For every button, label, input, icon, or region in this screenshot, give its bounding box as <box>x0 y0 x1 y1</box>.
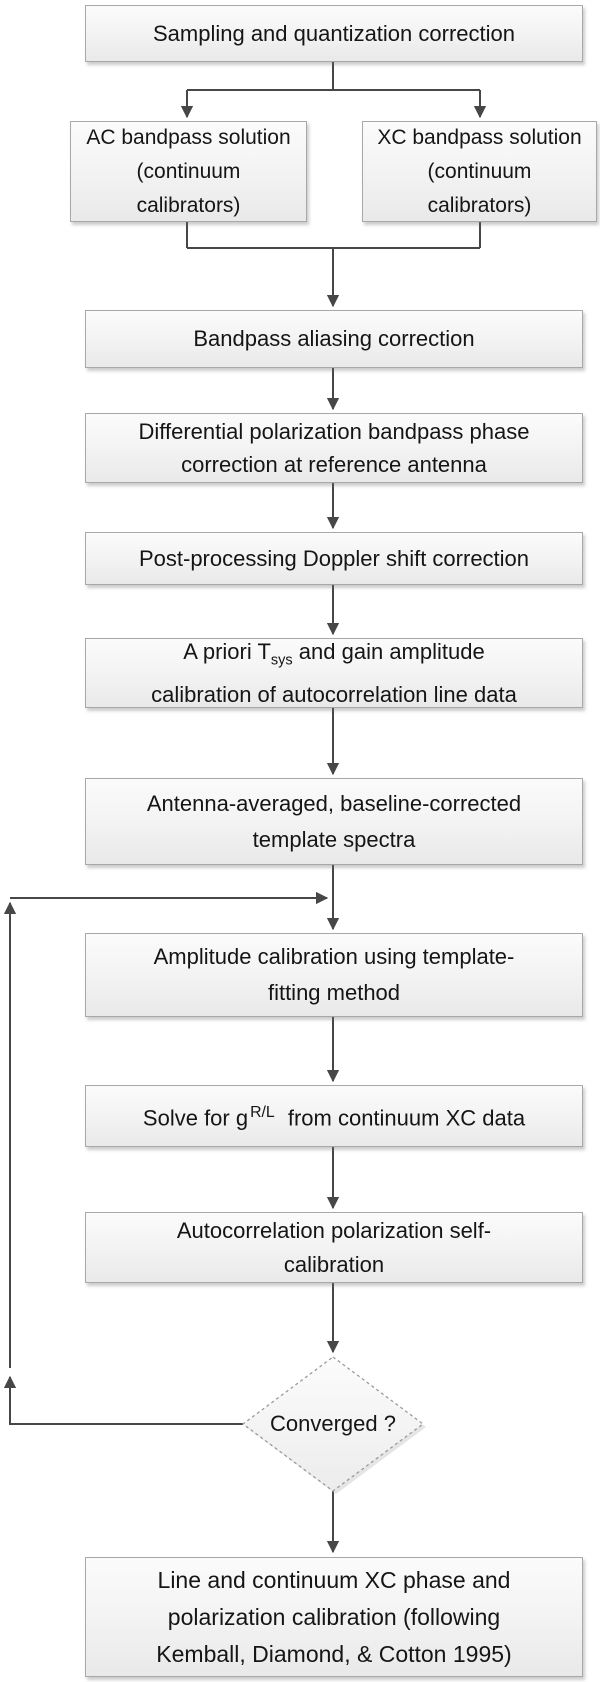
node-label-line1: A priori Tsys and gain amplitude <box>183 635 484 677</box>
node-label: Autocorrelation polarization self- <box>176 1217 492 1243</box>
apriori-post: and gain amplitude <box>292 639 485 665</box>
node-differential-polarization: Differential polarization bandpass phase… <box>85 413 583 483</box>
node-label: polarization calibration (following <box>167 1603 501 1630</box>
node-autocorrelation-selfcal: Autocorrelation polarization self- calib… <box>85 1212 583 1283</box>
node-label: calibrators) <box>136 193 241 217</box>
node-sampling-quantization: Sampling and quantization correction <box>85 5 583 62</box>
gain-superscript: R/L <box>250 1104 275 1122</box>
apriori-pre: A priori T <box>183 639 271 665</box>
arrow-merge-group <box>186 222 481 308</box>
converged-diamond-shape <box>241 1356 425 1492</box>
node-label: Differential polarization bandpass phase <box>138 419 530 444</box>
node-label: Amplitude calibration using template- <box>153 944 515 969</box>
node-doppler-correction: Post-processing Doppler shift correction <box>85 532 583 585</box>
node-xc-bandpass: XC bandpass solution (continuum calibrat… <box>362 121 597 222</box>
node-ac-bandpass: AC bandpass solution (continuum calibrat… <box>70 121 307 222</box>
node-label: calibration <box>283 1251 385 1277</box>
feedback-loop-group <box>3 891 329 1425</box>
node-template-spectra: Antenna-averaged, baseline-corrected tem… <box>85 778 583 865</box>
feedback-elbow-up <box>3 1375 243 1425</box>
node-label: (continuum <box>136 159 241 183</box>
node-label-line2: calibration of autocorrelation line data <box>151 681 517 707</box>
converged-decision-label: Converged ? <box>270 1411 396 1436</box>
node-label: calibrators) <box>427 193 532 217</box>
node-label: Kemball, Diamond, & Cotton 1995) <box>156 1640 512 1667</box>
node-label: Line and continuum XC phase and <box>157 1566 511 1593</box>
node-final-calibration: Line and continuum XC phase and polariza… <box>85 1557 583 1677</box>
solveg-pre: Solve for g <box>142 1105 249 1131</box>
tsys-subscript: sys <box>270 652 293 669</box>
node-label: AC bandpass solution <box>86 125 291 149</box>
node-label: Post-processing Doppler shift correction <box>138 545 530 571</box>
converged-diamond-group <box>241 1356 426 1494</box>
node-label: Bandpass aliasing correction <box>193 326 475 351</box>
node-amplitude-calibration: Amplitude calibration using template- fi… <box>85 933 583 1017</box>
node-label: correction at reference antenna <box>181 452 487 477</box>
arrow-split-group <box>180 62 487 119</box>
node-label: (continuum <box>427 159 532 183</box>
node-bandpass-aliasing: Bandpass aliasing correction <box>85 310 583 368</box>
node-label: fitting method <box>267 980 401 1005</box>
node-apriori-tsys: A priori Tsys and gain amplitude calibra… <box>85 638 583 708</box>
node-label: XC bandpass solution <box>377 125 582 149</box>
node-label: template spectra <box>252 826 416 852</box>
node-label: Antenna-averaged, baseline-corrected <box>146 790 522 816</box>
solveg-post: from continuum XC data <box>281 1105 526 1131</box>
node-label: Sampling and quantization correction <box>152 20 515 46</box>
